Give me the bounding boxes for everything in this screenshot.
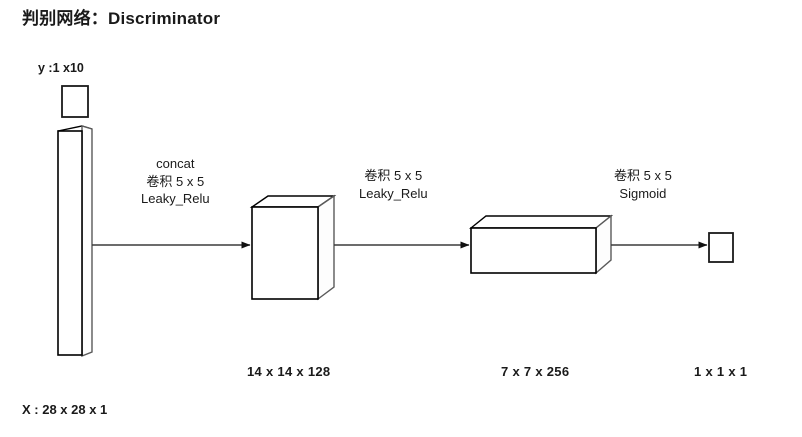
op1-line-1: concat bbox=[156, 156, 195, 171]
op2-line-1: 卷积 5 x 5 bbox=[364, 168, 423, 183]
layer-output-box bbox=[708, 232, 734, 263]
op3-line-1: 卷积 5 x 5 bbox=[614, 168, 672, 183]
shape-label-output: 1 x 1 x 1 bbox=[694, 364, 748, 379]
input-data-label: X : 28 x 28 x 1 bbox=[22, 402, 108, 417]
input-condition-label: y :1 x10 bbox=[38, 61, 84, 75]
layer-conv2-box bbox=[469, 214, 613, 275]
page-title: 判别网络：Discriminator bbox=[22, 9, 221, 28]
shape-label-conv2: 7 x 7 x 256 bbox=[501, 364, 570, 379]
shape-label-conv1: 14 x 14 x 128 bbox=[247, 364, 331, 379]
layer-condition-y-box bbox=[61, 85, 89, 118]
op-label-conv3: 卷积 5 x 5 Sigmoid bbox=[614, 167, 672, 202]
op3-line-2: Sigmoid bbox=[619, 185, 667, 201]
op-label-concat-conv1: concat 卷积 5 x 5 Leaky_Relu bbox=[141, 155, 210, 208]
op2-line-2: Leaky_Relu bbox=[359, 185, 428, 201]
op1-line-3: Leaky_Relu bbox=[141, 191, 210, 207]
op1-line-2: 卷积 5 x 5 bbox=[146, 173, 205, 189]
layer-input-x-box bbox=[57, 125, 93, 358]
layer-conv1-box bbox=[249, 194, 337, 301]
op-label-conv2: 卷积 5 x 5 Leaky_Relu bbox=[359, 167, 428, 202]
